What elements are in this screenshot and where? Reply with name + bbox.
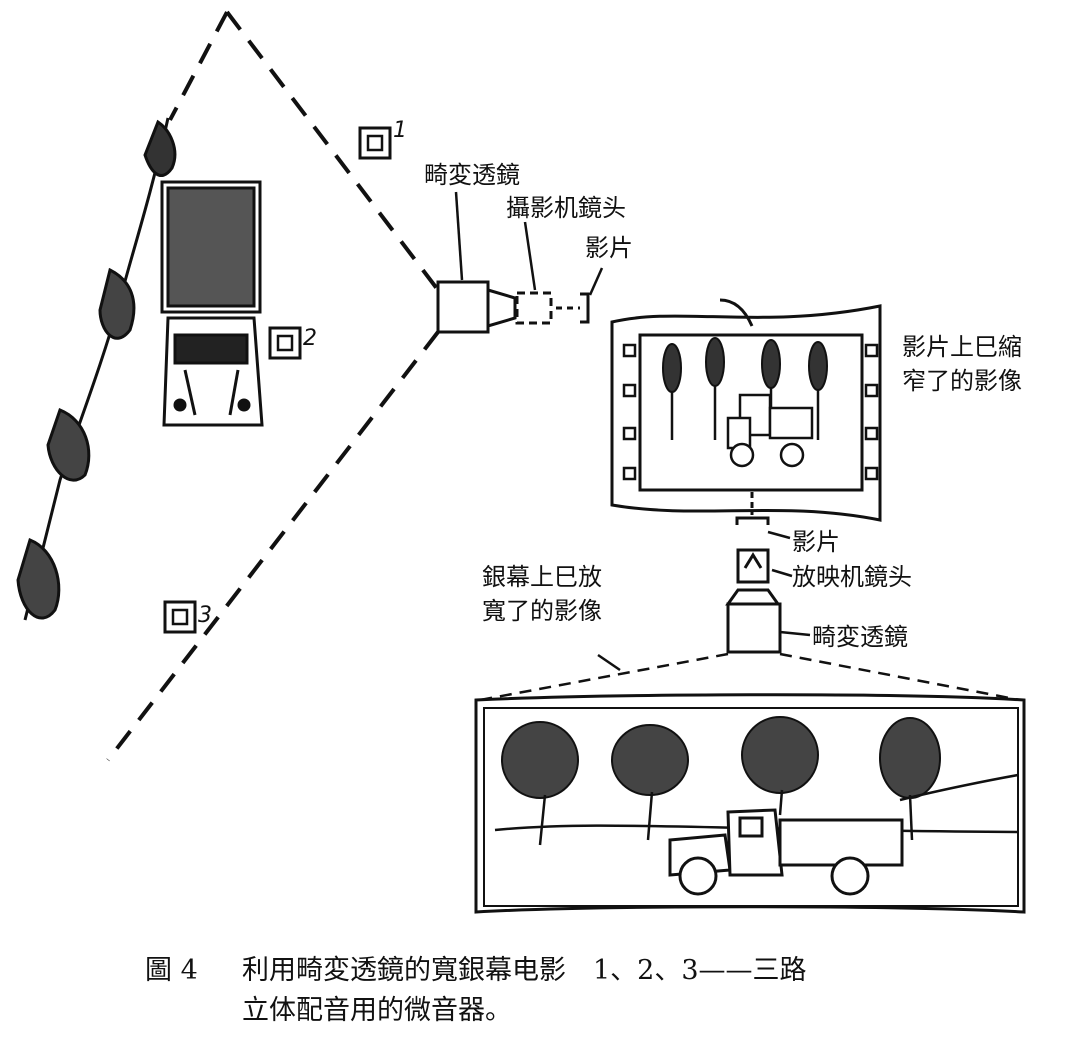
scene-trees-strip [16, 117, 177, 621]
label-widened-image-line1: 銀幕上巳放 [482, 563, 602, 591]
scene-truck-front [160, 180, 264, 427]
caption-line-1: 利用畸変透鏡的寬銀幕电影 1、2、3——三路 [242, 955, 807, 986]
camera-lens-assembly [515, 291, 590, 325]
microphone-3 [163, 600, 197, 634]
projector-anamorphic-lens [725, 588, 782, 654]
label-film-top: 影片 [585, 234, 633, 262]
projector-lens [736, 548, 770, 584]
label-film-bottom: 影片 [792, 528, 840, 556]
microphone-2-number: 2 [303, 326, 317, 351]
label-squeezed-image-line1: 影片上巳縮 [902, 333, 1022, 361]
microphone-2 [268, 326, 302, 360]
camera-field-of-view-lines [106, 10, 440, 762]
microphone-1 [358, 126, 392, 160]
caption-line-2: 立体配音用的微音器。 [242, 995, 512, 1026]
film-strip-squeezed [610, 298, 882, 522]
leader-lines-top [454, 191, 604, 296]
caption-figure-number: 圖 4 [145, 955, 198, 986]
label-projector-lens: 放映机鏡头 [792, 563, 912, 591]
projector-film [735, 492, 770, 525]
label-camera-lens: 攝影机鏡头 [506, 194, 626, 222]
label-anamorphic-lens-projector: 畸変透鏡 [812, 623, 908, 651]
label-widened-image-line2: 寬了的影像 [482, 597, 602, 625]
projection-lines [479, 652, 1021, 702]
label-squeezed-image-line2: 窄了的影像 [902, 367, 1022, 395]
camera-anamorphic-lens [436, 280, 517, 334]
microphone-3-number: 3 [198, 603, 212, 628]
label-anamorphic-lens-camera: 畸変透鏡 [424, 161, 520, 189]
wide-screen [474, 693, 1026, 914]
microphone-1-number: 1 [393, 118, 407, 143]
leader-lines-bottom [597, 530, 811, 672]
